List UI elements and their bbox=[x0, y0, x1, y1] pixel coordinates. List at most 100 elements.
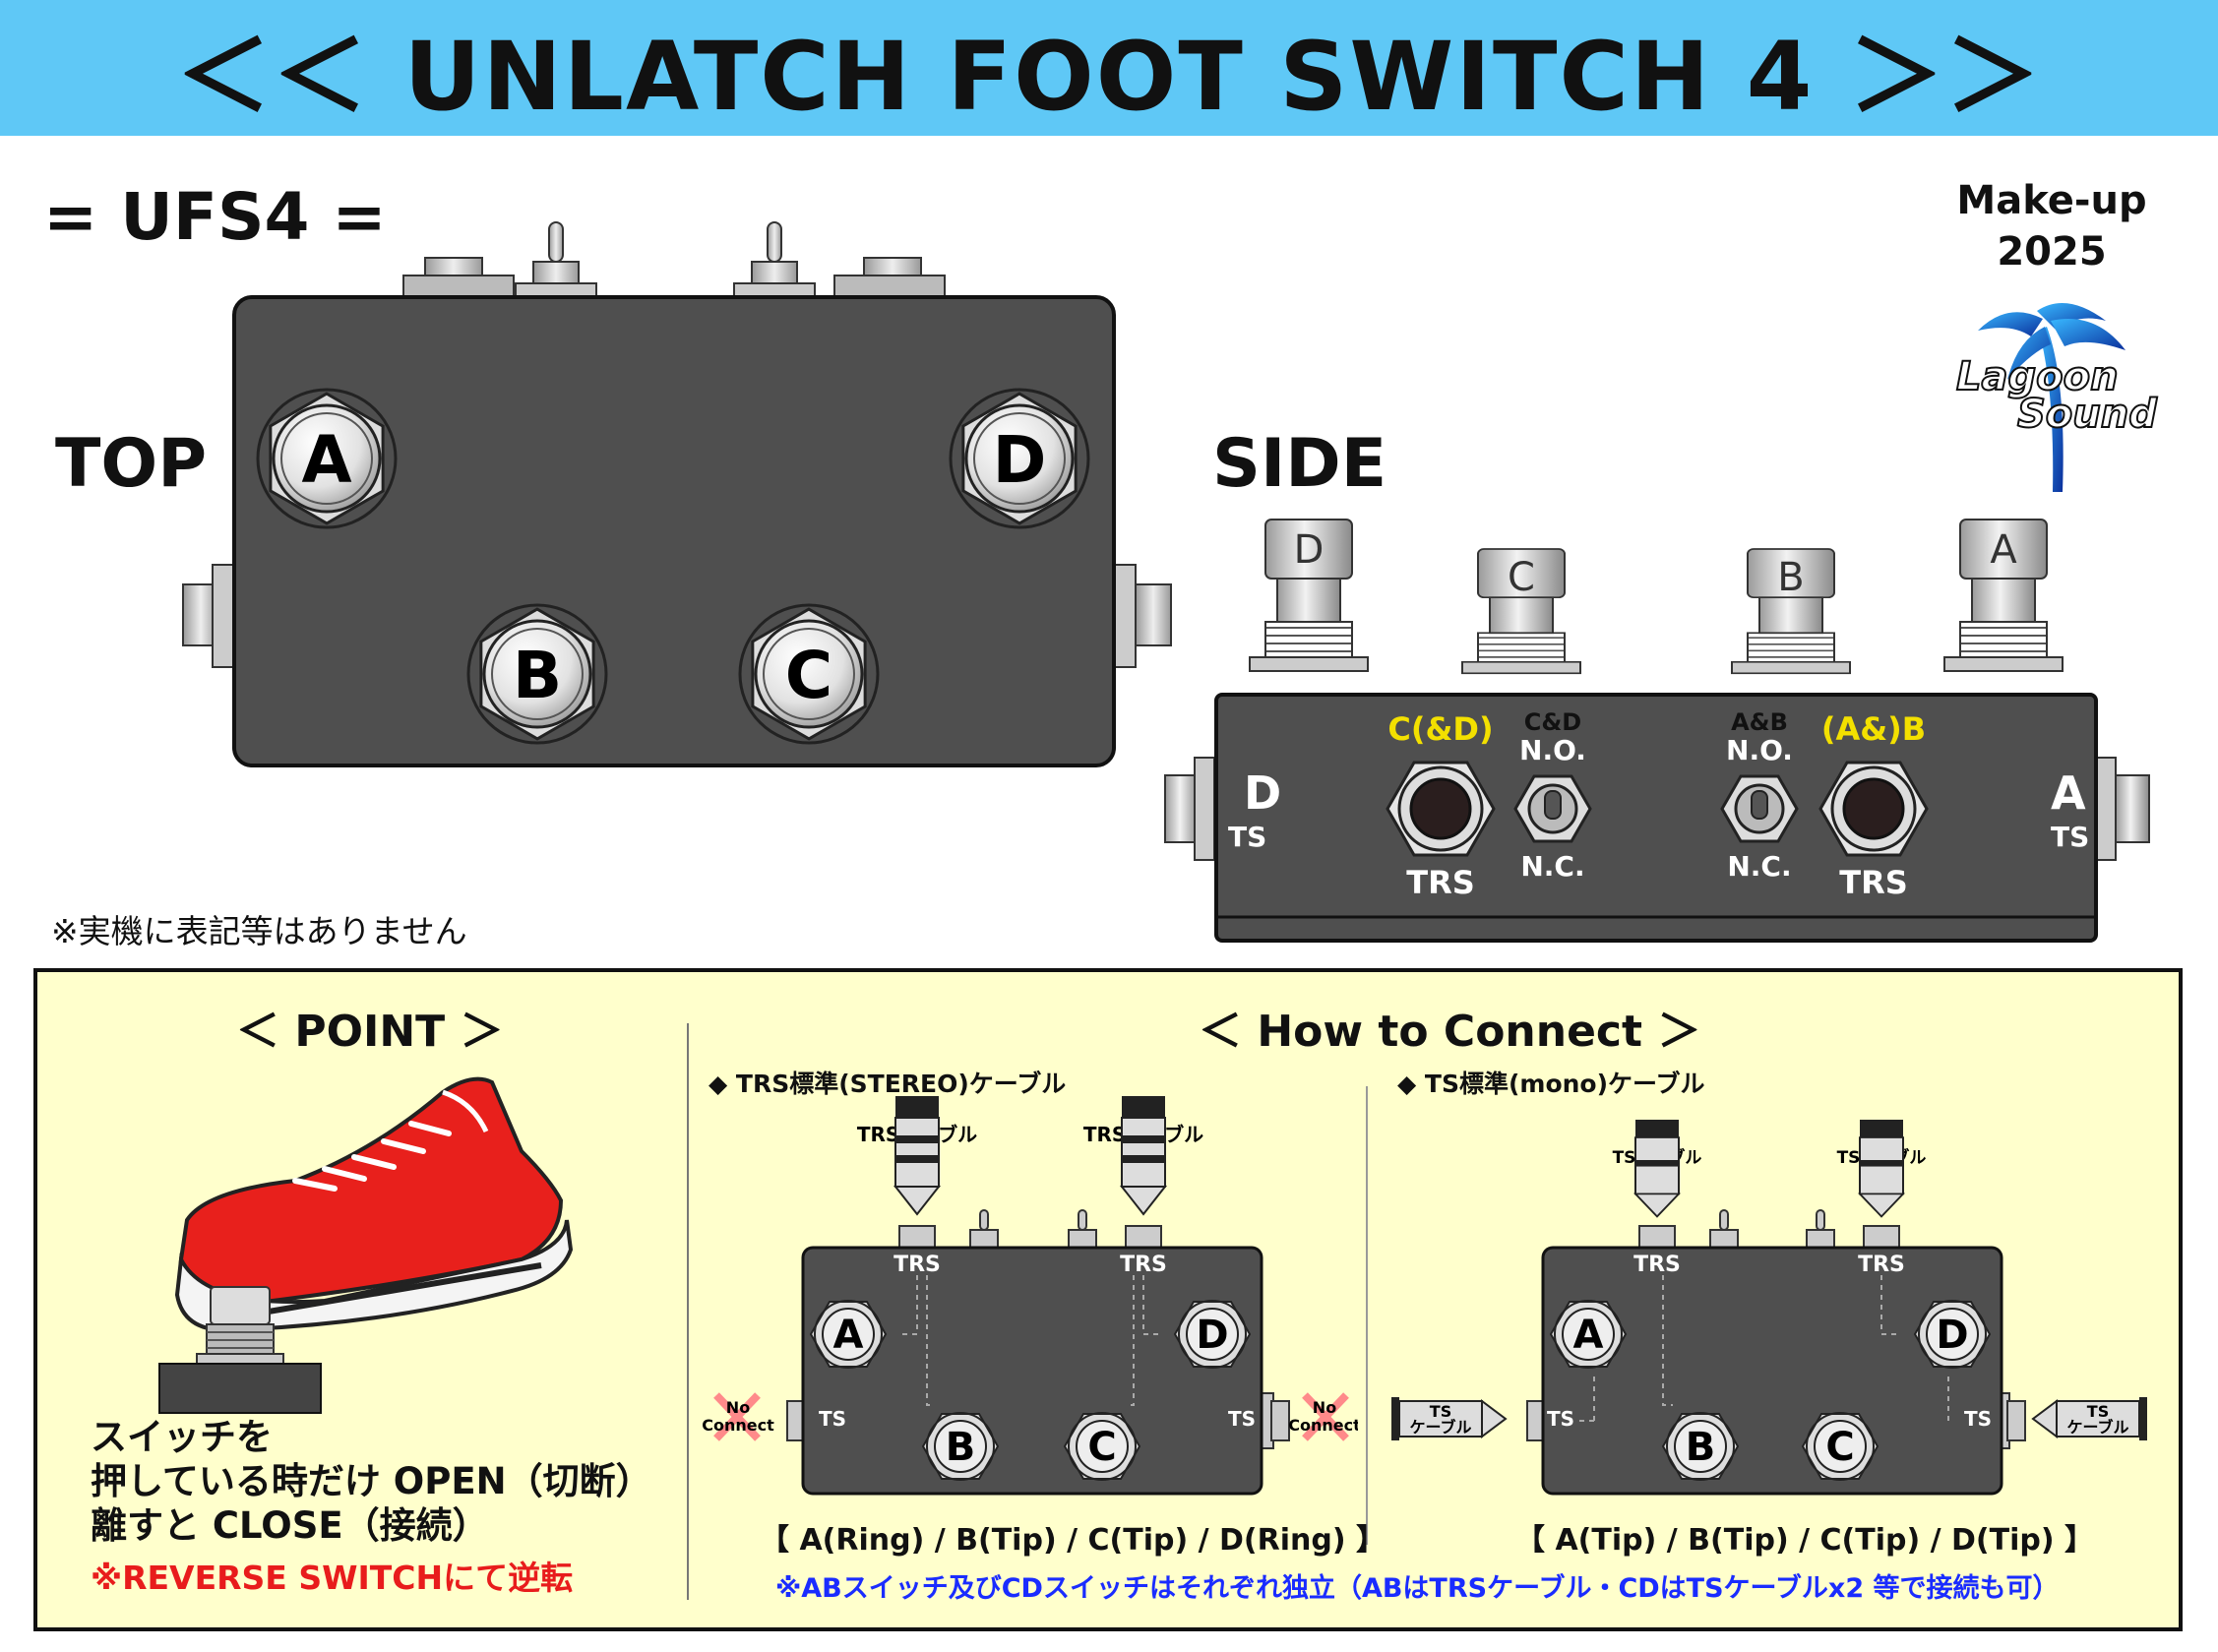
ts-jack-label-right: TRS bbox=[1858, 1253, 1905, 1277]
side-right-letter: A bbox=[2051, 766, 2086, 820]
shoe-icon bbox=[174, 1076, 574, 1333]
palm-tree-icon bbox=[1978, 303, 2126, 492]
reverse-note: ※REVERSE SWITCHにて逆転 bbox=[91, 1559, 574, 1597]
top-toggle-right bbox=[733, 221, 816, 298]
disclaimer-note: ※実機に表記等はありません bbox=[51, 912, 467, 950]
trs-side-label-left: TS bbox=[819, 1407, 846, 1431]
point-title: ＜ POINT ＞ bbox=[236, 1007, 504, 1057]
no-connect-left: No Connect bbox=[702, 1392, 774, 1441]
top-jack-left bbox=[402, 257, 515, 298]
ts-jack-label-left: TRS bbox=[1633, 1253, 1681, 1277]
side-stomp-b: B bbox=[1731, 548, 1851, 675]
side-trs-left-label: C(&D) bbox=[1387, 710, 1493, 748]
side-toggle-left-nc: N.C. bbox=[1520, 850, 1584, 883]
ts-connection-diagram: TSケーブル TSケーブル TRS TRS A D B C TS TS TS ケ… bbox=[1391, 1119, 2147, 1496]
lagoon-sound-logo: Lagoon Sound bbox=[1955, 303, 2158, 492]
top-switch-c: C bbox=[722, 591, 895, 757]
makeup-year-value: 2025 bbox=[1997, 229, 2107, 275]
brand-line2: Sound bbox=[2017, 392, 2157, 437]
trs-switch-b-label: B bbox=[946, 1425, 976, 1470]
how-to-connect-title: ＜ How to Connect ＞ bbox=[1199, 1007, 1701, 1057]
top-switch-d-label: D bbox=[993, 422, 1047, 498]
ts-switch-c: C bbox=[1802, 1412, 1879, 1481]
shoe-illustration bbox=[174, 1076, 574, 1333]
side-enclosure bbox=[1214, 693, 2098, 943]
ts-enclosure bbox=[1541, 1246, 2003, 1496]
no-connect-right: No Connect bbox=[1288, 1392, 1358, 1441]
title-banner bbox=[0, 0, 2218, 136]
model-name: = UFS4 = bbox=[43, 179, 387, 255]
ts-switch-a: A bbox=[1550, 1300, 1627, 1369]
ts-side-cable-right-1: TS bbox=[2087, 1402, 2109, 1421]
side-stomp-d-label: D bbox=[1294, 527, 1325, 573]
ts-side-label-right: TS bbox=[1964, 1407, 1992, 1431]
ts-side-cable-right: TS ケーブル bbox=[2031, 1397, 2147, 1440]
makeup-year: Make-up 2025 bbox=[1939, 175, 2165, 277]
side-toggle-right-nc: N.C. bbox=[1727, 850, 1791, 883]
trs-switch-a: A bbox=[810, 1300, 887, 1369]
side-stomp-c-label: C bbox=[1508, 555, 1535, 600]
trs-summary: 【 A(Ring) / B(Tip) / C(Tip) / D(Ring) 】 bbox=[760, 1523, 1386, 1558]
ts-side-label-left: TS bbox=[1547, 1407, 1574, 1431]
makeup-label: Make-up bbox=[1956, 178, 2147, 223]
side-stomp-a-label: A bbox=[1990, 527, 2017, 573]
side-toggle-right-no: N.O. bbox=[1726, 734, 1793, 766]
top-switch-a: A bbox=[240, 376, 413, 541]
trs-switch-c: C bbox=[1064, 1412, 1140, 1481]
side-trs-right-type: TRS bbox=[1839, 864, 1908, 901]
side-view-diagram: D C B A D TS A TS C(&D) TRS (A&)B TRS C&… bbox=[1164, 519, 2150, 943]
side-view-label: SIDE bbox=[1212, 425, 1387, 503]
brand-line1: Lagoon bbox=[1956, 354, 2119, 399]
trs-connection-diagram: TRSケーブル TRSケーブル TRS TRS A D B C TS TS No… bbox=[702, 1095, 1358, 1496]
ts-side-cable-right-2: ケーブル bbox=[2066, 1418, 2128, 1437]
side-stomp-d: D bbox=[1249, 519, 1369, 672]
trs-enclosure bbox=[801, 1246, 1263, 1496]
ts-switch-d-label: D bbox=[1936, 1313, 1968, 1358]
page-title: ＜＜ UNLATCH FOOT SWITCH 4 ＞＞ bbox=[176, 21, 2042, 132]
top-switch-b: B bbox=[451, 591, 624, 757]
ts-side-cable-left-1: TS bbox=[1430, 1402, 1451, 1421]
top-toggle-left bbox=[515, 221, 597, 298]
top-side-jack-right bbox=[1113, 564, 1172, 668]
side-stomp-b-label: B bbox=[1777, 555, 1804, 600]
ts-switch-b-label: B bbox=[1686, 1425, 1716, 1470]
trs-plug-right bbox=[1121, 1095, 1166, 1215]
point-description: スイッチを 押している時だけ OPEN（切断） 離すと CLOSE（接続） bbox=[91, 1415, 652, 1548]
top-switch-b-label: B bbox=[513, 638, 562, 713]
top-side-jack-left bbox=[182, 564, 235, 668]
side-trs-left-type: TRS bbox=[1406, 864, 1475, 901]
trs-jack-label-left: TRS bbox=[893, 1253, 941, 1277]
trs-plug-left bbox=[894, 1095, 940, 1215]
ts-plug-right bbox=[1859, 1119, 1904, 1218]
method-divider bbox=[1366, 1086, 1368, 1545]
ts-switch-a-label: A bbox=[1573, 1313, 1604, 1358]
cross-icon bbox=[1302, 1392, 1349, 1441]
top-enclosure bbox=[232, 295, 1116, 767]
trs-switch-c-label: C bbox=[1087, 1425, 1116, 1470]
ts-side-cable-left: TS ケーブル bbox=[1391, 1397, 1508, 1440]
trs-side-label-right: TS bbox=[1228, 1407, 1256, 1431]
top-jack-right bbox=[833, 257, 946, 298]
side-trs-right-label: (A&)B bbox=[1821, 710, 1926, 748]
cross-icon bbox=[713, 1392, 761, 1441]
ts-side-cable-left-2: ケーブル bbox=[1409, 1418, 1471, 1437]
side-jack-right bbox=[2095, 757, 2150, 861]
ts-summary: 【 A(Tip) / B(Tip) / C(Tip) / D(Tip) 】 bbox=[1515, 1523, 2095, 1558]
ts-plug-left bbox=[1634, 1119, 1680, 1218]
side-left-letter: D bbox=[1244, 766, 1281, 820]
trs-jack-label-right: TRS bbox=[1120, 1253, 1167, 1277]
panel-divider bbox=[687, 1023, 689, 1600]
point-line1: スイッチを bbox=[91, 1416, 273, 1458]
side-toggle-left-no: N.O. bbox=[1519, 734, 1586, 766]
top-switch-d: D bbox=[933, 376, 1106, 541]
top-switch-a-label: A bbox=[301, 422, 351, 498]
trs-switch-b: B bbox=[922, 1412, 999, 1481]
side-stomp-a: A bbox=[1943, 519, 2064, 672]
footswitch-illustration bbox=[158, 1286, 322, 1414]
ts-switch-d: D bbox=[1914, 1300, 1991, 1369]
trs-switch-d: D bbox=[1174, 1300, 1251, 1369]
trs-switch-a-label: A bbox=[833, 1313, 864, 1358]
trs-heading: ◆ TRS標準(STEREO)ケーブル bbox=[709, 1070, 1067, 1098]
side-toggle-left-pair: C&D bbox=[1524, 708, 1581, 736]
ts-switch-c-label: C bbox=[1825, 1425, 1854, 1470]
